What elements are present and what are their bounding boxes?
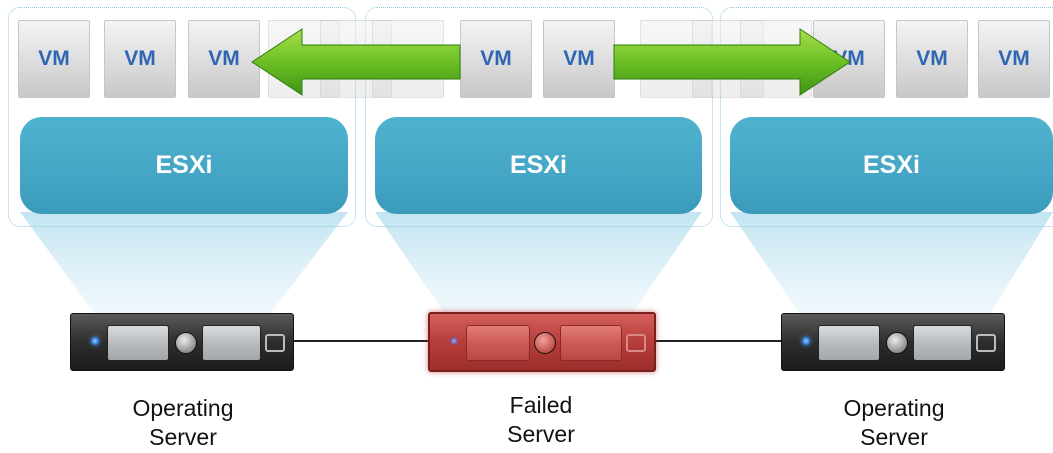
server-label-left: Operating Server <box>103 394 263 452</box>
power-knob-icon <box>534 332 556 354</box>
drive-bay-icon <box>107 325 169 361</box>
server-label-line: Server <box>507 421 575 447</box>
vm-box: VM <box>18 20 90 98</box>
vm-box: VM <box>543 20 615 98</box>
port-icon <box>626 334 646 352</box>
esxi-hypervisor-center: ESXi <box>375 117 702 214</box>
beam-center <box>375 212 702 314</box>
host-cluster-center <box>365 7 713 227</box>
drive-bay-icon <box>466 325 530 361</box>
drive-bay-icon <box>818 325 880 361</box>
green-arrow-right-icon <box>613 28 851 96</box>
port-icon <box>976 334 996 352</box>
server-icon-operating-left <box>70 313 294 371</box>
port-icon <box>265 334 285 352</box>
power-knob-icon <box>886 332 908 354</box>
server-label-right: Operating Server <box>814 394 974 452</box>
server-label-line: Operating <box>843 395 945 421</box>
server-icon-failed-center <box>428 312 656 372</box>
drive-bay-icon <box>202 325 261 361</box>
vm-box: VM <box>896 20 968 98</box>
server-icon-operating-right <box>781 313 1005 371</box>
host-cluster-right <box>720 7 1053 227</box>
server-label-line: Failed <box>509 392 573 418</box>
power-led-icon <box>91 337 99 345</box>
drive-bay-icon <box>913 325 972 361</box>
green-arrow-left-icon <box>251 28 461 96</box>
server-label-line: Operating <box>132 395 234 421</box>
migration-arrows <box>251 28 851 96</box>
vm-box: VM <box>460 20 532 98</box>
network-cable <box>655 340 783 342</box>
host-cluster-left <box>8 7 356 227</box>
esxi-hypervisor-right: ESXi <box>730 117 1053 214</box>
vm-box: VM <box>104 20 176 98</box>
beam-right <box>730 212 1053 314</box>
server-label-line: Server <box>860 424 928 450</box>
power-led-icon <box>802 337 810 345</box>
drive-bay-icon <box>560 325 622 361</box>
vm-box: VM <box>188 20 260 98</box>
network-cable <box>292 340 430 342</box>
power-led-icon <box>450 337 458 345</box>
power-knob-icon <box>175 332 197 354</box>
esxi-hypervisor-left: ESXi <box>20 117 348 214</box>
server-label-line: Server <box>149 424 217 450</box>
vm-box: VM <box>978 20 1050 98</box>
server-label-center: Failed Server <box>461 391 621 449</box>
beam-left <box>20 212 348 314</box>
